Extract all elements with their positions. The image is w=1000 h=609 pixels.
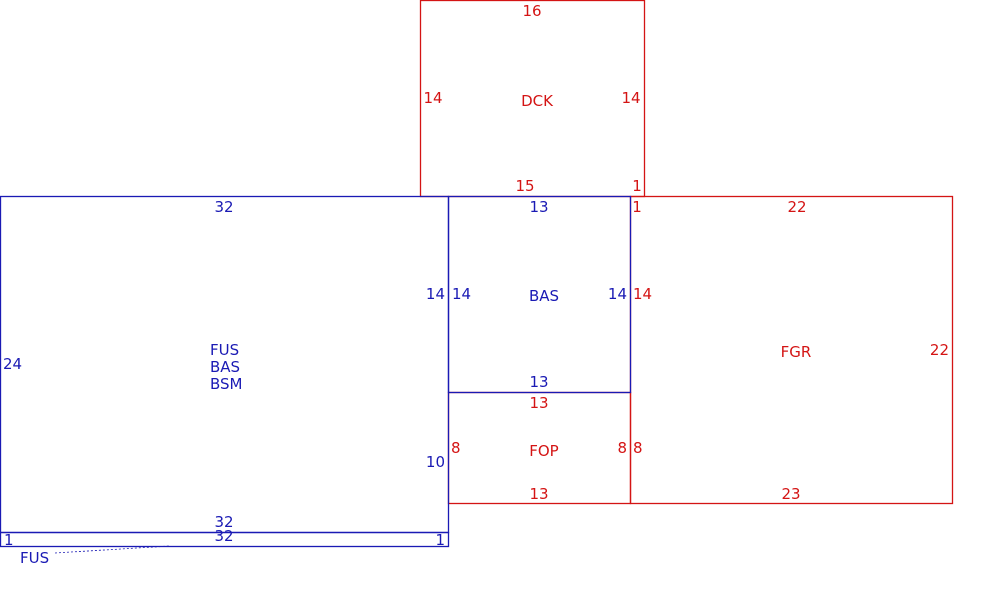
fgr-top-dimension: 22 [787,198,806,216]
bas-label: BAS [529,287,559,305]
fgr-left-upper-dimension: 14 [633,285,652,303]
fus-bas-bsm-label-line3: BSM [210,375,243,393]
bas-top-dimension: 13 [529,198,548,216]
fgr-top-left-dimension: 1 [632,198,642,216]
fus-strip-outline[interactable] [0,531,450,548]
fus-bas-bsm-right-lower-dimension: 10 [426,453,445,471]
fop-label: FOP [529,442,558,460]
fus-strip-top-dimension: 32 [214,527,233,545]
fus-strip-right-dimension: 1 [435,531,445,549]
fus-bas-bsm-top-dimension: 32 [214,198,233,216]
dck-bottom-dimension: 15 [515,177,534,195]
fgr-bottom-dimension: 23 [781,485,800,503]
fop-left-dimension: 8 [451,439,461,457]
fgr-label: FGR [781,343,812,361]
fus-strip-left-dimension: 1 [4,531,14,549]
fus-bas-bsm-bottom-dimension: 32 [214,513,233,531]
fus-leader-line [54,545,171,554]
fop-right-dimension: 8 [617,439,627,457]
fus-bas-bsm-right-upper-dimension: 14 [426,285,445,303]
fop-bottom-dimension: 13 [529,485,548,503]
fus-bas-bsm-left-dimension: 24 [3,355,22,373]
fus-bas-bsm-label-line2: BAS [210,358,240,376]
dck-bottom-right-dimension: 1 [632,177,642,195]
dck-left-dimension: 14 [423,89,442,107]
dck-right-dimension: 14 [621,89,640,107]
bas-right-dimension: 14 [608,285,627,303]
dck-top-dimension: 16 [522,2,541,20]
fus-strip-label: FUS [20,549,49,567]
fgr-left-lower-dimension: 8 [633,439,643,457]
fus-bas-bsm-label-line1: FUS [210,341,239,359]
bas-left-dimension: 14 [452,285,471,303]
fop-top-dimension: 13 [529,394,548,412]
fgr-right-dimension: 22 [930,341,949,359]
dck-label: DCK [521,92,554,110]
bas-bottom-dimension: 13 [529,373,548,391]
